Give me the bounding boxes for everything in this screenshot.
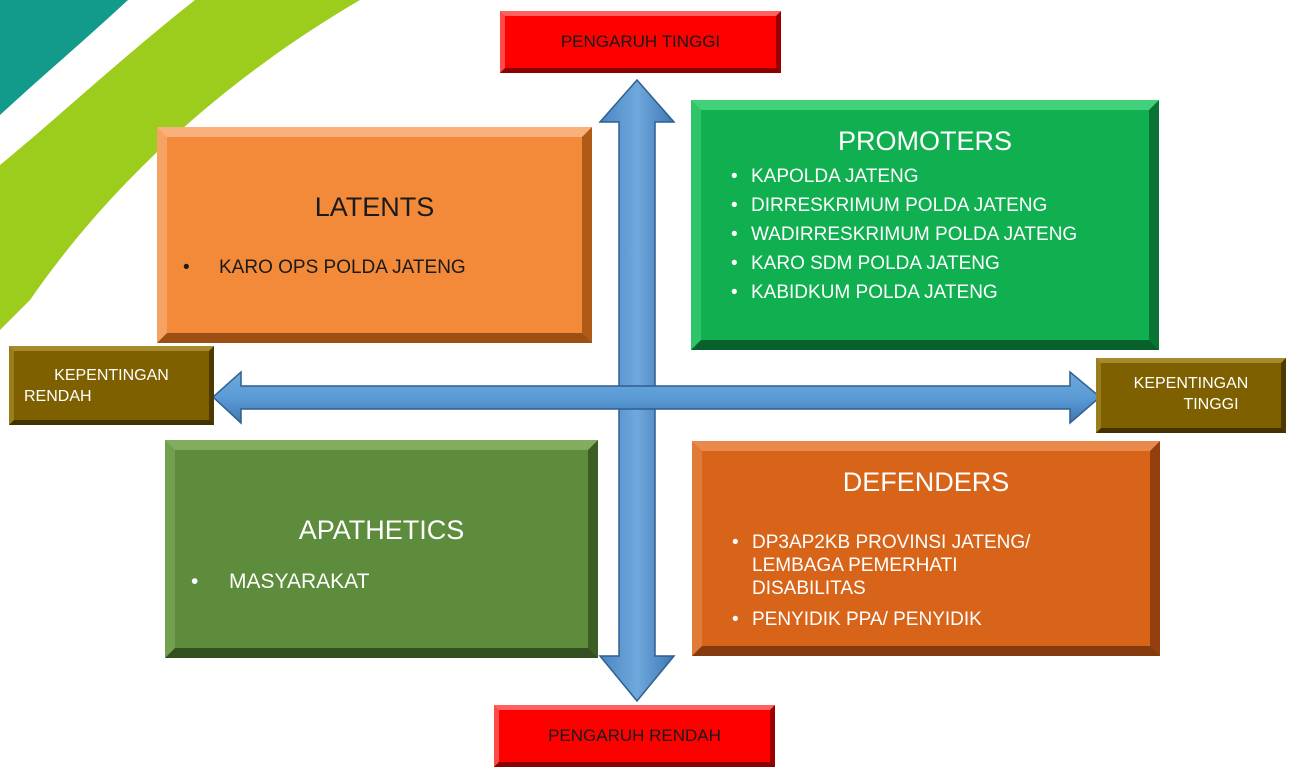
promoters-item: KARO SDM POLDA JATENG xyxy=(729,249,1141,278)
defenders-quadrant: DEFENDERS DP3AP2KB PROVINSI JATENG/ LEMB… xyxy=(692,441,1160,656)
high-interest-label-line2: TINGGI xyxy=(1183,396,1239,413)
low-interest-label: KEPENTINGAN RENDAH xyxy=(9,346,214,425)
promoters-item: WADIRRESKRIMUM POLDA JATENG xyxy=(729,220,1111,249)
low-influence-label-text: PENGARUH RENDAH xyxy=(548,726,721,745)
latents-list: KARO OPS POLDA JATENG xyxy=(179,257,579,279)
high-influence-label-text: PENGARUH TINGGI xyxy=(560,32,721,51)
promoters-list: KAPOLDA JATENG DIRRESKRIMUM POLDA JATENG… xyxy=(729,162,1141,307)
low-interest-label-line2: RENDAH xyxy=(24,388,92,405)
high-interest-label: KEPENTINGAN TINGGI xyxy=(1096,358,1286,433)
teal-swoosh xyxy=(0,0,128,115)
low-interest-label-line1: KEPENTINGAN xyxy=(54,367,169,384)
defenders-item: DP3AP2KB PROVINSI JATENG/ LEMBAGA PEMERH… xyxy=(730,531,1052,600)
defenders-list: DP3AP2KB PROVINSI JATENG/ LEMBAGA PEMERH… xyxy=(730,531,1150,631)
latents-quadrant: LATENTS KARO OPS POLDA JATENG xyxy=(157,127,592,343)
promoters-quadrant: PROMOTERS KAPOLDA JATENG DIRRESKRIMUM PO… xyxy=(691,100,1159,350)
defenders-title: DEFENDERS xyxy=(842,467,1010,497)
promoters-item: DIRRESKRIMUM POLDA JATENG xyxy=(729,191,1141,220)
latents-item: KARO OPS POLDA JATENG xyxy=(179,257,579,279)
corner-swoosh-decoration xyxy=(0,0,360,330)
horizontal-interest-arrow xyxy=(211,370,1102,425)
promoters-item: KAPOLDA JATENG xyxy=(729,162,1141,191)
promoters-item: KABIDKUM POLDA JATENG xyxy=(729,278,1141,307)
high-interest-label-line1: KEPENTINGAN xyxy=(1133,375,1249,392)
apathetics-item: MASYARAKAT xyxy=(185,570,585,594)
low-influence-label: PENGARUH RENDAH xyxy=(494,705,775,767)
promoters-title: PROMOTERS xyxy=(837,126,1012,156)
defenders-item: PENYIDIK PPA/ PENYIDIK xyxy=(730,608,1150,631)
apathetics-list: MASYARAKAT xyxy=(185,570,585,594)
apathetics-quadrant: APATHETICS MASYARAKAT xyxy=(165,440,598,658)
high-influence-label: PENGARUH TINGGI xyxy=(500,11,781,73)
apathetics-title: APATHETICS xyxy=(298,515,465,545)
latents-title: LATENTS xyxy=(314,192,435,222)
